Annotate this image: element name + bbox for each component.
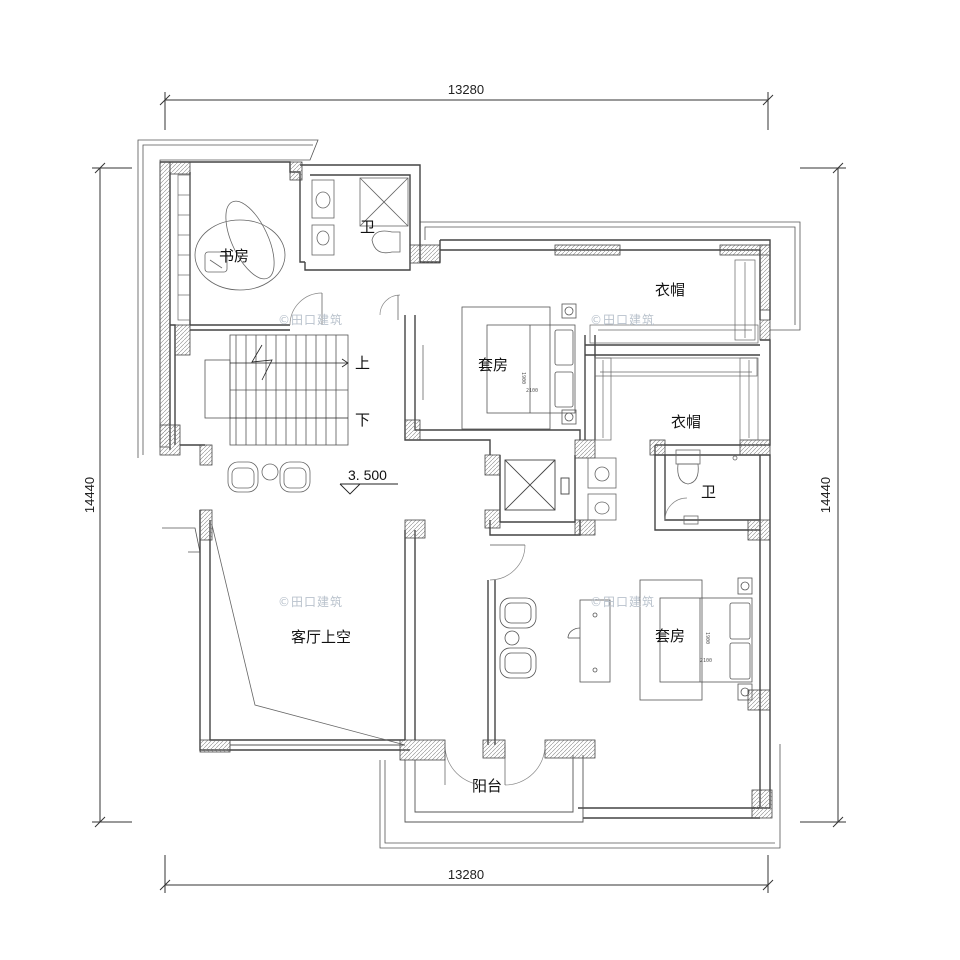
lower-suite-bed	[639, 577, 753, 701]
room-study-label: 书房	[219, 247, 249, 265]
room-cloak-top-label: 衣帽	[655, 281, 685, 299]
room-balcony-label: 阳台	[472, 777, 502, 795]
top-bed-size-width: 1900	[520, 372, 526, 384]
stair-down-label: 下	[355, 411, 370, 429]
bath-right-fixtures	[664, 449, 738, 525]
dimension-bottom: 13280	[448, 867, 484, 882]
study-desk	[194, 200, 286, 291]
watermark-4: ©田口建筑	[590, 594, 655, 609]
bath-top-fixtures	[311, 177, 409, 256]
elevator	[504, 459, 570, 511]
balcony-rail	[230, 744, 584, 823]
landing-armchairs	[227, 461, 311, 493]
room-void-label: 客厅上空	[291, 628, 351, 646]
door-swings	[444, 544, 546, 786]
void-diagonal	[211, 524, 406, 746]
watermark-1: ©田口建筑	[278, 312, 343, 327]
stair-up-label: 上	[355, 354, 370, 372]
top-suite-bed	[461, 303, 577, 430]
dimension-lines	[92, 92, 846, 893]
dimension-top: 13280	[448, 82, 484, 97]
dimension-right: 14440	[818, 477, 833, 513]
room-suite-bottom-label: 套房	[655, 627, 685, 645]
lower-suite-desk	[567, 599, 611, 683]
watermark-2: ©田口建筑	[590, 312, 655, 327]
wall-hatching	[159, 161, 773, 819]
room-suite-top-label: 套房	[478, 356, 508, 374]
eave-outline	[137, 139, 801, 849]
lower-bed-size-width: 1900	[704, 632, 710, 644]
core-bath-fixtures	[587, 457, 617, 521]
lower-suite-armchairs	[499, 597, 537, 679]
top-bed-size-length: 2100	[526, 388, 538, 394]
bath-door-swing	[379, 294, 401, 316]
lower-bed-size-length: 2100	[700, 658, 712, 664]
dimension-left: 14440	[82, 477, 97, 513]
walls	[160, 161, 771, 819]
room-bath-top-label: 卫	[360, 218, 375, 236]
study-door-swing	[289, 292, 323, 326]
level-marker	[339, 483, 398, 495]
staircase	[204, 334, 349, 446]
room-cloak-mid-label: 衣帽	[671, 413, 701, 431]
level-label: 3. 500	[348, 467, 387, 483]
cloak-wardrobes	[589, 259, 759, 441]
room-bath-right-label: 卫	[701, 483, 716, 501]
study-bookshelf	[177, 174, 191, 321]
watermark-3: ©田口建筑	[278, 594, 343, 609]
